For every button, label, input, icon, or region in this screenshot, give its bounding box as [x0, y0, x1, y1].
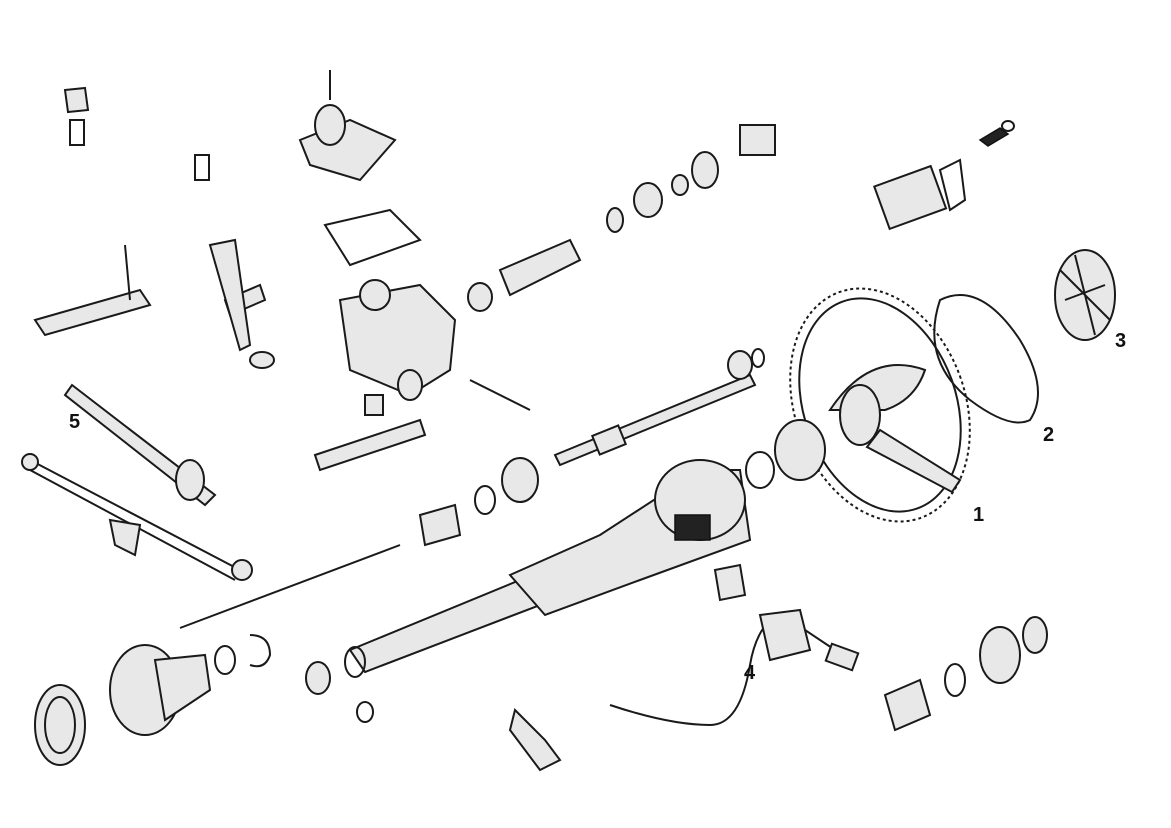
callout-5: 5	[69, 411, 81, 433]
hub-cover	[1054, 249, 1116, 341]
bearing-assembly	[508, 616, 1048, 772]
turn-signal-switch	[609, 563, 860, 727]
ignition-lock	[873, 120, 1015, 231]
steering-arms	[33, 238, 427, 472]
small-parts	[63, 86, 826, 547]
callout-3: 3	[1115, 330, 1127, 352]
gearbox-cover	[298, 70, 397, 182]
callout-4: 4	[744, 662, 756, 684]
tie-rods	[21, 383, 401, 629]
worm-shaft-parts	[467, 124, 776, 312]
lower-flange-parts	[34, 634, 374, 766]
callout-1: 1	[973, 504, 985, 526]
callout-2: 2	[1043, 424, 1055, 446]
steering-wheel	[789, 287, 971, 523]
steering-column	[344, 459, 752, 678]
steering-shaft	[553, 348, 765, 467]
steering-gearbox	[323, 208, 457, 416]
horn-ring	[933, 294, 1039, 424]
